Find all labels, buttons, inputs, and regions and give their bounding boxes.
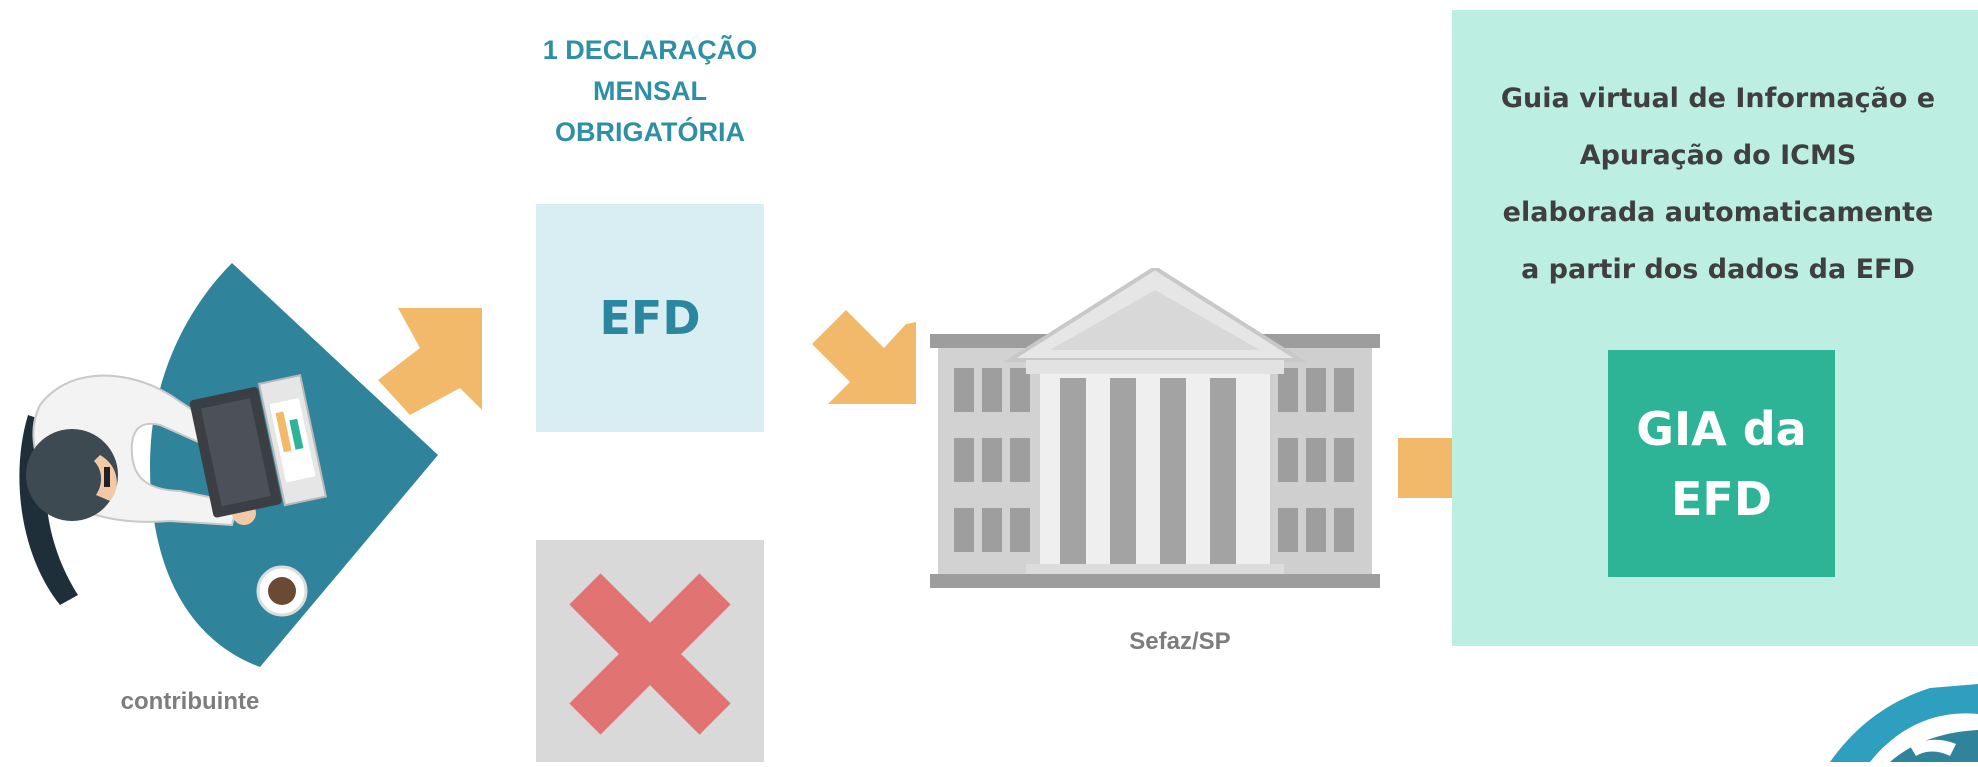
declaration-line-2: MENSAL xyxy=(593,76,707,106)
sefaz-building-icon xyxy=(930,268,1380,588)
person-head xyxy=(26,429,118,521)
arrow-to-efd xyxy=(378,308,482,415)
laptop-icon xyxy=(189,374,328,518)
gia-box: GIA da EFD xyxy=(1608,350,1835,577)
coffee-icon xyxy=(268,577,296,605)
gia-description: Guia virtual de Informação e Apuração do… xyxy=(1488,70,1948,298)
glasses xyxy=(104,467,110,487)
arrow-to-sefaz xyxy=(812,310,916,404)
cross-icon xyxy=(569,573,731,735)
efd-label: EFD xyxy=(599,291,701,345)
declaration-heading: 1 DECLARAÇÃO MENSAL OBRIGATÓRIA xyxy=(520,30,780,153)
declaration-line-3: OBRIGATÓRIA xyxy=(555,117,745,147)
gia-box-line-1: GIA da xyxy=(1636,401,1807,456)
gia-description-line-1: Guia virtual de Informação e xyxy=(1500,83,1936,114)
rejected-box xyxy=(536,540,764,762)
contribuinte-illustration xyxy=(19,263,438,667)
gia-description-line-4: a partir dos dados da EFD xyxy=(1521,254,1915,285)
gia-description-line-3: elaborada automaticamente xyxy=(1502,197,1934,228)
gia-description-line-2: Apuração do ICMS xyxy=(1579,140,1857,171)
efd-box: EFD xyxy=(536,204,764,432)
declaration-line-1: 1 DECLARAÇÃO xyxy=(542,35,758,65)
contribuinte-label: contribuinte xyxy=(120,688,260,715)
logo-icon xyxy=(1830,684,1978,762)
sefaz-label: Sefaz/SP xyxy=(1129,628,1231,655)
gia-box-line-2: EFD xyxy=(1670,471,1773,526)
